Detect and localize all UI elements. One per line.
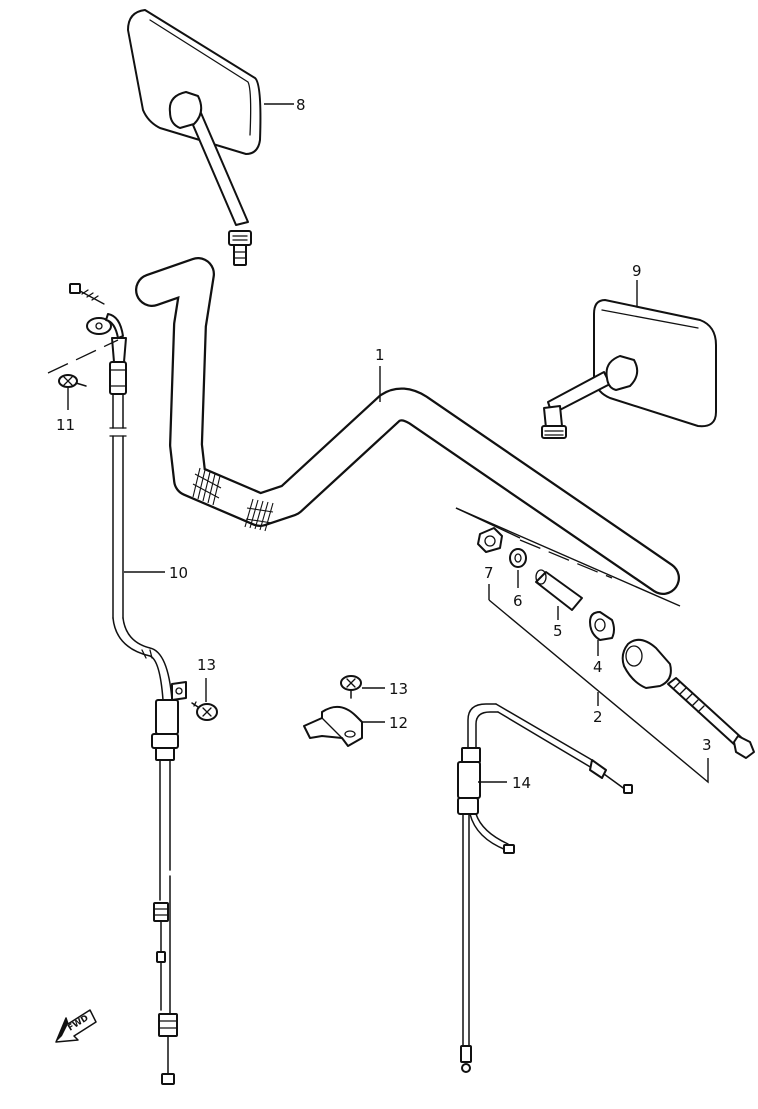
part-7-nut[interactable] xyxy=(477,527,503,553)
callout-labels: 8 9 1 11 10 13 13 12 14 7 6 5 4 2 3 xyxy=(56,96,712,792)
callout-10: 10 xyxy=(169,564,188,582)
handlebar-knurl-right xyxy=(244,498,274,532)
callout-1: 1 xyxy=(375,346,385,364)
fwd-direction-arrow: FWD xyxy=(55,1009,97,1043)
part-5-rubber-sleeve[interactable] xyxy=(535,569,583,611)
part-10-throttle-cable[interactable] xyxy=(69,283,187,1085)
part-1-handlebar[interactable] xyxy=(135,257,680,595)
callout-14: 14 xyxy=(512,774,531,792)
part-13-screw-left[interactable] xyxy=(191,701,218,721)
part-14-switch-cable[interactable] xyxy=(457,703,633,1073)
callout-6: 6 xyxy=(513,592,523,610)
callout-11: 11 xyxy=(56,416,75,434)
callout-2: 2 xyxy=(593,708,603,726)
leader-lines xyxy=(67,103,709,784)
bar-end-group xyxy=(455,507,681,607)
part-6-washer[interactable] xyxy=(509,548,527,568)
part-3-bar-end-weight[interactable] xyxy=(621,638,755,759)
part-12-clamp[interactable] xyxy=(303,705,363,747)
part-4-cushion[interactable] xyxy=(589,611,615,641)
callout-8: 8 xyxy=(296,96,306,114)
part-13-screw-center[interactable] xyxy=(340,675,362,699)
callout-4: 4 xyxy=(593,658,603,676)
callout-7: 7 xyxy=(484,564,494,582)
callout-3: 3 xyxy=(702,736,712,754)
callout-13-left: 13 xyxy=(197,656,216,674)
callout-12: 12 xyxy=(389,714,408,732)
callout-9: 9 xyxy=(632,262,642,280)
part-9-right-mirror[interactable] xyxy=(541,299,717,439)
callout-5: 5 xyxy=(553,622,563,640)
part-11-screw[interactable] xyxy=(47,339,119,388)
handlebar-knurl-left xyxy=(192,467,222,506)
callout-13-center: 13 xyxy=(389,680,408,698)
part-8-left-mirror[interactable] xyxy=(127,9,262,266)
